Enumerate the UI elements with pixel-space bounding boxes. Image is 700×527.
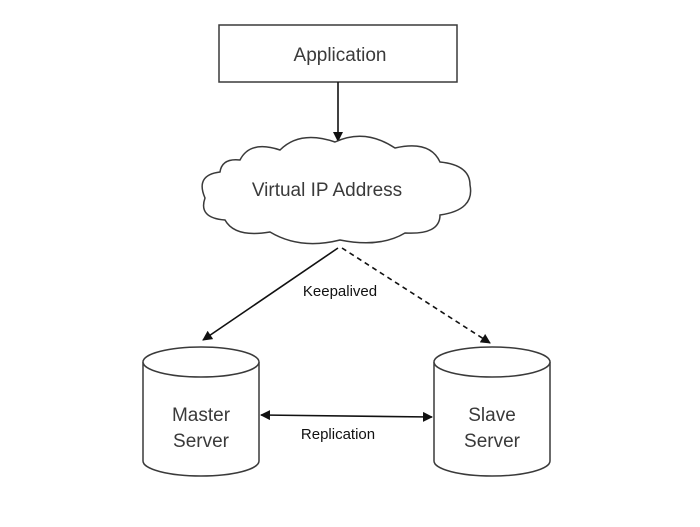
cloud-shape <box>201 135 472 245</box>
virtual-ip-cloud-node: Virtual IP Address <box>201 135 472 245</box>
slave-label-line2: Server <box>464 431 521 452</box>
keepalived-label: Keepalived <box>303 283 377 300</box>
replication-arrow <box>260 410 433 422</box>
slave-cylinder-body <box>433 362 551 477</box>
slave-label-line1: Slave <box>468 405 516 426</box>
virtual-ip-label: Virtual IP Address <box>252 180 402 201</box>
slave-cylinder-top <box>433 346 551 378</box>
application-node: Application <box>218 24 458 83</box>
slave-server-node: Slave Server <box>433 346 551 477</box>
master-label-line2: Server <box>173 431 230 452</box>
master-cylinder-body <box>142 362 260 477</box>
master-label-line1: Master <box>172 405 231 426</box>
application-box <box>218 24 458 83</box>
vip-to-master-arrow <box>202 247 339 341</box>
application-label: Application <box>294 45 387 66</box>
replication-label: Replication <box>301 426 375 443</box>
master-cylinder-top <box>142 346 260 378</box>
master-server-node: Master Server <box>142 346 260 477</box>
vip-to-slave-dashed-arrow <box>341 247 491 344</box>
